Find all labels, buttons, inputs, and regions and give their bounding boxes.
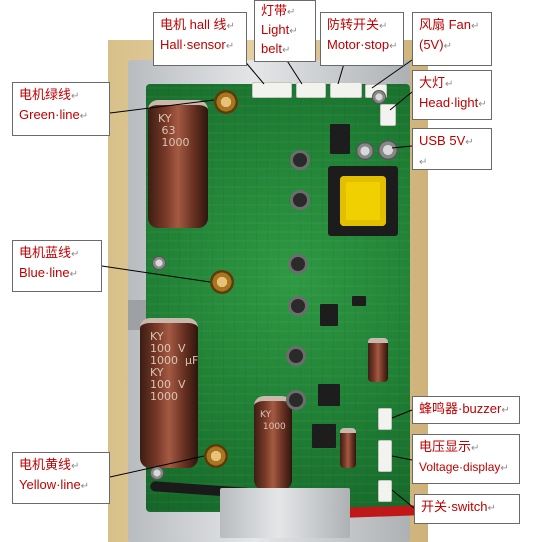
paragraph-mark: ↵ — [379, 21, 388, 32]
chip-small — [352, 296, 366, 306]
screw-left-mid — [152, 256, 166, 270]
hall-connector — [252, 82, 292, 98]
label-switch: 开关·switch↵ — [414, 494, 520, 524]
motor-stop-connector — [330, 82, 362, 98]
paragraph-mark: ↵ — [419, 157, 428, 168]
paragraph-mark: ↵ — [225, 41, 235, 52]
label-voltage-en: Voltage·display — [419, 460, 501, 474]
label-hall-cn: 电机 hall 线 — [160, 17, 227, 32]
usb-capacitor-1 — [378, 140, 398, 160]
label-green-en: Green·line — [19, 107, 80, 122]
paragraph-mark: ↵ — [501, 405, 510, 416]
label-fan-en: (5V) — [419, 37, 444, 52]
label-headlight-en: Head·light — [419, 95, 479, 110]
paragraph-mark: ↵ — [79, 111, 89, 122]
screw-top-right — [372, 90, 386, 104]
paragraph-mark: ↵ — [487, 503, 496, 514]
label-motor-stop-cn: 防转开关 — [327, 17, 380, 32]
label-yellow-cn: 电机黄线 — [19, 457, 72, 472]
paragraph-mark: ↵ — [471, 443, 480, 454]
label-motor-stop-en: Motor·stop — [327, 37, 390, 52]
label-buzzer-cn: 蜂鸣器·buzzer — [419, 401, 502, 416]
paragraph-mark: ↵ — [69, 269, 78, 280]
label-voltage-display: 电压显示↵ Voltage·display↵ — [412, 434, 520, 484]
paragraph-mark: ↵ — [445, 79, 454, 90]
mosfet-5 — [286, 346, 306, 366]
capacitor-top: KY 63 1000 — [148, 100, 208, 228]
capacitor-tiny — [368, 338, 388, 382]
label-buzzer: 蜂鸣器·buzzer↵ — [412, 396, 520, 424]
label-fan-cn: 风扇 Fan — [419, 17, 472, 32]
label-headlight-cn: 大灯 — [419, 75, 446, 90]
paragraph-mark: ↵ — [71, 249, 80, 260]
label-blue-en: Blue·line — [19, 265, 70, 280]
label-head-light: 大灯↵ Head·light↵ — [412, 70, 492, 120]
label-motor-stop: 防转开关↵ Motor·stop↵ — [320, 12, 404, 66]
buzzer-connector — [378, 408, 392, 430]
mosfet-6 — [286, 390, 306, 410]
light-connector — [296, 82, 326, 98]
bottom-heat-plate — [220, 488, 350, 538]
label-hall-en: Hall·sensor — [160, 37, 226, 52]
label-hall-sensor: 电机 hall 线↵ Hall·sensor↵ — [153, 12, 247, 66]
label-switch-cn: 开关·switch — [421, 499, 488, 514]
label-usb: USB 5V↵ ↵ — [412, 128, 492, 170]
chip-regulator-1 — [318, 384, 340, 406]
label-blue-cn: 电机蓝线 — [19, 245, 72, 260]
paragraph-mark: ↵ — [389, 41, 398, 52]
label-light-en1: Light — [261, 22, 290, 37]
label-yellow-line: 电机黄线↵ Yellow·line↵ — [12, 452, 110, 504]
paragraph-mark: ↵ — [289, 26, 298, 37]
label-light-en2: belt — [261, 41, 282, 56]
capacitor-top-text: KY 63 1000 — [158, 112, 190, 149]
blue-terminal — [210, 270, 234, 294]
capacitor-small-text: KY 1000 — [260, 410, 286, 432]
paragraph-mark: ↵ — [281, 45, 291, 56]
transformer-coil — [340, 176, 386, 226]
mosfet-4 — [288, 296, 308, 316]
paragraph-mark: ↵ — [80, 481, 90, 492]
capacitor-bottom-text: KY 100 V 1000 μF KY 100 V 1000 — [150, 330, 199, 403]
paragraph-mark: ↵ — [478, 99, 487, 110]
switch-connector — [378, 480, 392, 502]
paragraph-mark: ↵ — [71, 461, 80, 472]
label-green-line: 电机绿线↵ Green·line↵ — [12, 82, 110, 136]
paragraph-mark: ↵ — [471, 21, 480, 32]
green-terminal — [214, 90, 238, 114]
chip-top — [330, 124, 350, 154]
label-fan: 风扇 Fan↵ (5V)↵ — [412, 12, 492, 66]
mosfet-3 — [288, 254, 308, 274]
label-light-cn: 灯带 — [261, 3, 288, 18]
label-light-belt: 灯带↵ Light↵ belt↵ — [254, 0, 316, 62]
paragraph-mark: ↵ — [443, 41, 452, 52]
paragraph-mark: ↵ — [287, 7, 296, 18]
capacitor-small: KY 1000 — [254, 396, 292, 490]
voltage-connector — [378, 440, 392, 472]
chip-mcu — [320, 304, 338, 326]
capacitor-fuse — [340, 428, 356, 468]
label-blue-line: 电机蓝线↵ Blue·line↵ — [12, 240, 102, 292]
paragraph-mark: ↵ — [500, 463, 509, 474]
screw-left-bottom — [150, 466, 164, 480]
headlight-connector — [380, 104, 396, 126]
paragraph-mark: ↵ — [226, 21, 235, 32]
usb-capacitor-2 — [356, 142, 374, 160]
label-usb-cn: USB 5V — [419, 133, 466, 148]
paragraph-mark: ↵ — [71, 91, 80, 102]
yellow-terminal — [204, 444, 228, 468]
mosfet-1 — [290, 150, 310, 170]
label-voltage-cn: 电压显示 — [419, 439, 472, 454]
capacitor-bottom: KY 100 V 1000 μF KY 100 V 1000 — [140, 318, 198, 468]
label-yellow-en: Yellow·line — [19, 477, 81, 492]
chip-regulator-2 — [312, 424, 336, 448]
paragraph-mark: ↵ — [465, 137, 474, 148]
mosfet-2 — [290, 190, 310, 210]
label-green-cn: 电机绿线 — [19, 87, 72, 102]
